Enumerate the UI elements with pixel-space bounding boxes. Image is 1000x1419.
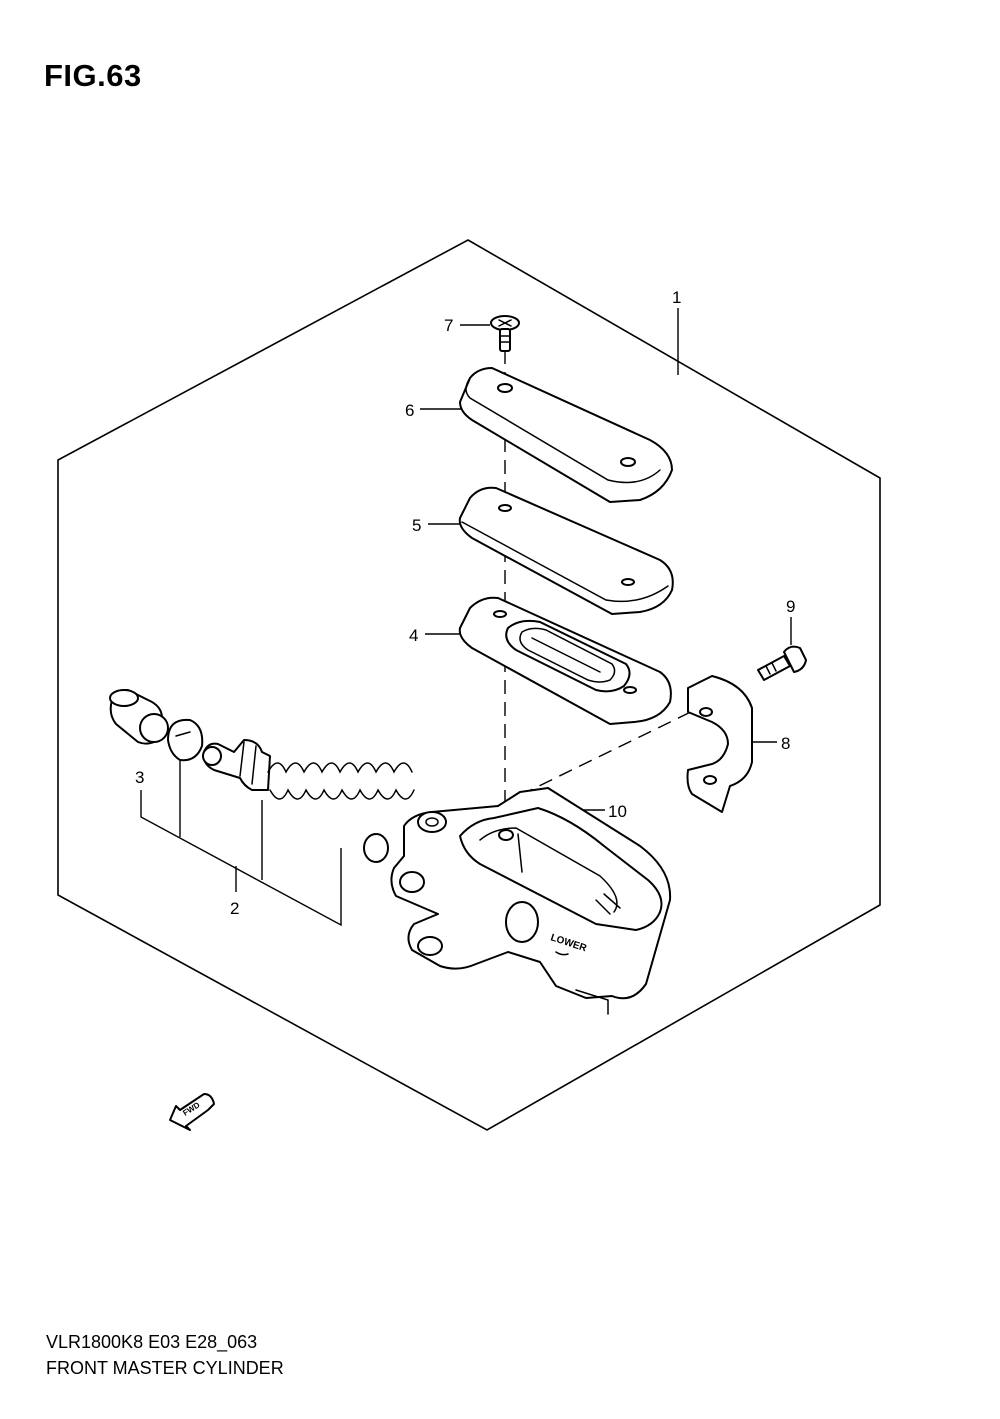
spring-part-2 <box>267 762 415 863</box>
assembly-name: FRONT MASTER CYLINDER <box>46 1358 284 1378</box>
boot-part-3 <box>109 689 169 745</box>
diaphragm-part-4 <box>458 596 672 725</box>
callout-8: 8 <box>781 734 790 753</box>
callout-7: 7 <box>444 316 453 335</box>
callout-5: 5 <box>412 516 421 535</box>
figure-title: FIG.63 <box>44 58 142 93</box>
callout-1: 1 <box>672 288 681 307</box>
callout-9: 9 <box>786 597 795 616</box>
model-code: VLR1800K8 E03 E28_063 <box>46 1332 258 1352</box>
plate-part-5 <box>458 486 674 615</box>
leader-2-3 <box>140 790 342 927</box>
handlebar-clamp-part-8 <box>686 675 753 813</box>
snap-ring-part-2 <box>167 718 204 762</box>
callout-3: 3 <box>135 768 144 787</box>
callout-2: 2 <box>230 899 239 918</box>
screw-part-7 <box>490 315 520 352</box>
callout-6: 6 <box>405 401 414 420</box>
callout-10: 10 <box>608 802 627 821</box>
callout-4: 4 <box>409 626 418 645</box>
axis-clamp <box>499 704 706 806</box>
assembly-boundary <box>57 239 881 1131</box>
master-cylinder-body: LOWER <box>390 787 672 1015</box>
reservoir-cap-part-6 <box>459 367 673 503</box>
clamp-bolt-part-9 <box>757 645 807 681</box>
piston-part-2 <box>202 739 271 791</box>
fwd-arrow-icon: FWD <box>169 1093 215 1131</box>
